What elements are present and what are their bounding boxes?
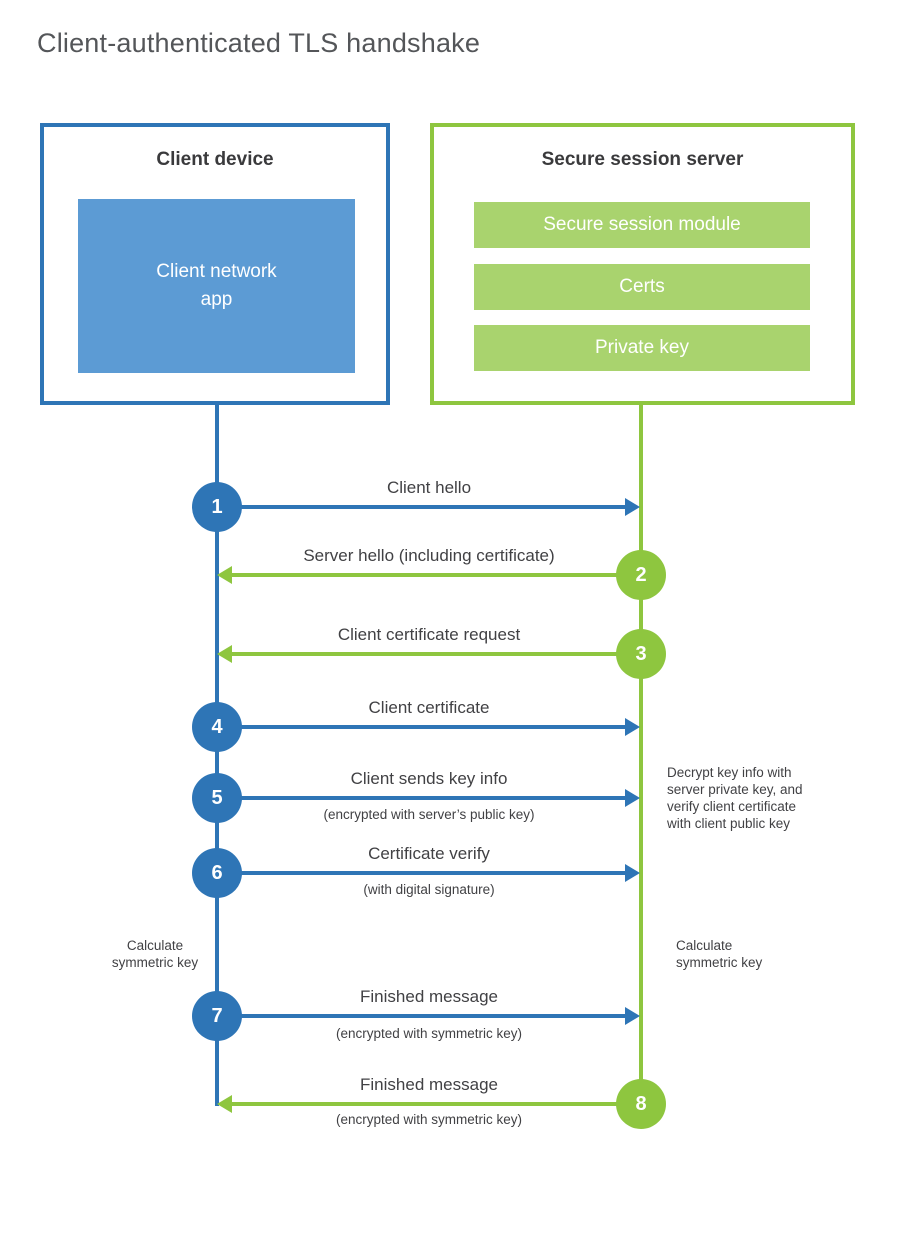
page-title: Client-authenticated TLS handshake [37, 28, 481, 58]
message-sublabel-6: (with digital signature) [363, 882, 495, 897]
message-label-8: Finished message [360, 1075, 498, 1094]
message-arrow-6 [219, 871, 627, 875]
arrowhead-left-icon [217, 645, 232, 663]
step-badge-3: 3 [616, 629, 666, 679]
message-arrow-3 [232, 652, 641, 656]
message-label-3: Client certificate request [337, 625, 521, 644]
server-decrypt-note: Decrypt key info with server private key… [667, 765, 803, 831]
arrowhead-left-icon [217, 1095, 232, 1113]
client-device-title: Client device [156, 149, 274, 170]
message-arrow-1 [219, 505, 627, 509]
step-badge-5: 5 [192, 773, 242, 823]
message-arrow-5 [219, 796, 627, 800]
server-calculate-key-note: Calculate symmetric key [676, 938, 763, 970]
message-label-4: Client certificate [368, 698, 490, 717]
step-badge-6: 6 [192, 848, 242, 898]
message-sublabel-8: (encrypted with symmetric key) [335, 1112, 523, 1127]
step-badge-7: 7 [192, 991, 242, 1041]
arrowhead-right-icon [625, 718, 640, 736]
arrowhead-right-icon [625, 1007, 640, 1025]
server-lifeline [639, 405, 643, 1080]
client-network-app-box: Client network app [78, 199, 355, 373]
secure-session-server-title: Secure session server [541, 149, 744, 170]
message-arrow-4 [219, 725, 627, 729]
message-arrow-8 [232, 1102, 641, 1106]
step-badge-4: 4 [192, 702, 242, 752]
step-badge-8: 8 [616, 1079, 666, 1129]
message-label-6: Certificate verify [368, 844, 490, 863]
message-label-2: Server hello (including certificate) [303, 546, 555, 565]
arrowhead-right-icon [625, 864, 640, 882]
message-arrow-2 [232, 573, 641, 577]
client-lifeline [215, 405, 219, 1106]
client-calculate-key-note: Calculate symmetric key [111, 938, 199, 970]
message-label-5: Client sends key info [350, 769, 508, 788]
server-module-private-key: Private key [474, 325, 810, 371]
message-sublabel-7: (encrypted with symmetric key) [335, 1026, 523, 1041]
server-module-secure-session: Secure session module [474, 202, 810, 248]
message-label-1: Client hello [386, 478, 472, 497]
arrowhead-right-icon [625, 789, 640, 807]
arrowhead-right-icon [625, 498, 640, 516]
message-arrow-7 [219, 1014, 627, 1018]
message-sublabel-5: (encrypted with server’s public key) [323, 807, 535, 822]
server-module-certs: Certs [474, 264, 810, 310]
arrowhead-left-icon [217, 566, 232, 584]
message-label-7: Finished message [360, 987, 498, 1006]
step-badge-1: 1 [192, 482, 242, 532]
step-badge-2: 2 [616, 550, 666, 600]
